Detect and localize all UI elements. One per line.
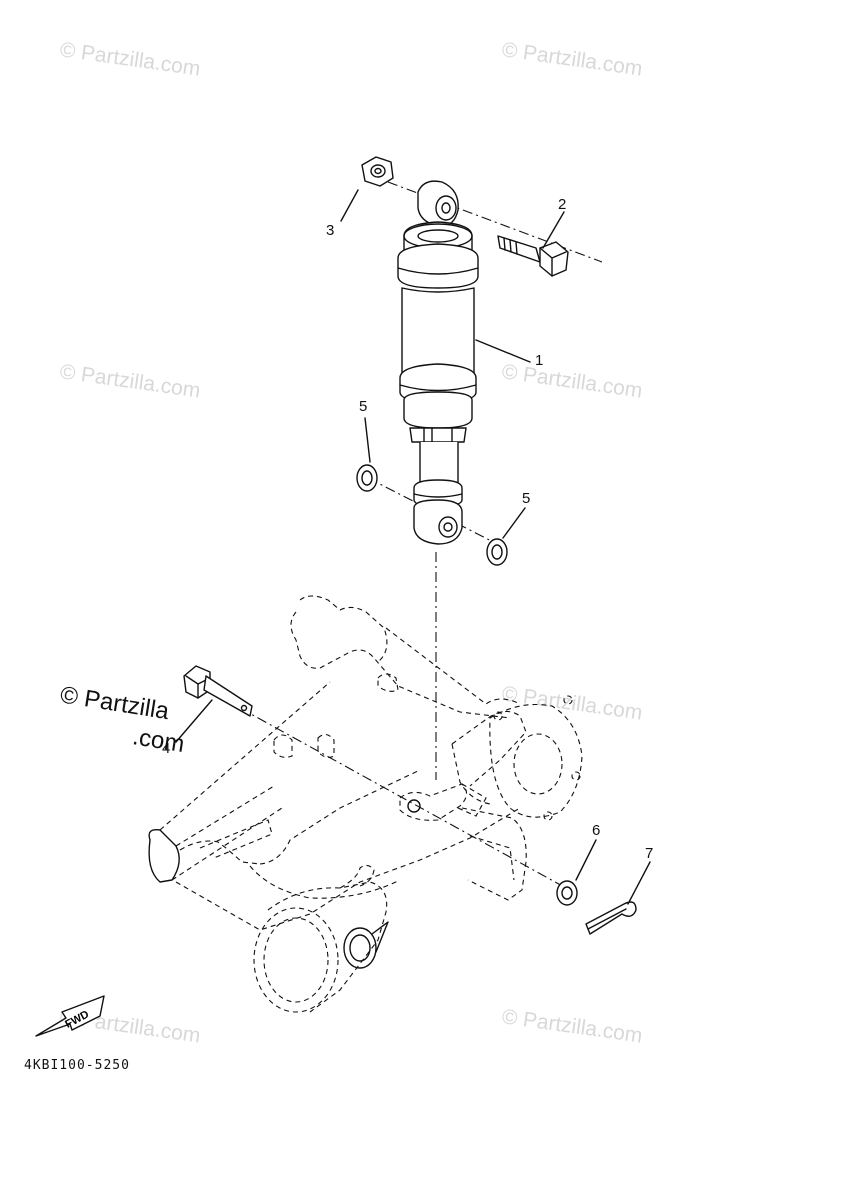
diagram-code: 4KBI100-5250: [24, 1058, 130, 1073]
axis-line-pivot: [239, 707, 576, 894]
callout-5-left: 5: [359, 398, 368, 415]
leader-line-7: [627, 861, 651, 905]
washer-part-5-left: [356, 464, 378, 492]
shock-absorber-part-1: [397, 221, 479, 545]
swingarm: [148, 595, 583, 1013]
pivot-bolt-part-4: [183, 665, 253, 717]
callout-6: 6: [592, 822, 601, 839]
bolt-part-2: [497, 235, 569, 277]
leader-line-5-right: [502, 507, 526, 539]
washer-part-6: [556, 880, 578, 906]
leader-line-1: [475, 339, 531, 363]
fwd-arrow-icon: FWD: [35, 995, 105, 1037]
callout-4: 4: [162, 740, 171, 757]
axis-line-upper: [387, 181, 603, 263]
callout-1: 1: [535, 352, 544, 369]
callout-3: 3: [326, 222, 335, 239]
leader-line-2: [542, 211, 565, 249]
leader-line-6: [575, 839, 597, 881]
leader-line-5-left: [364, 417, 371, 463]
callout-7: 7: [645, 845, 654, 862]
cotter-pin-part-7: [585, 901, 637, 935]
leader-line-4: [175, 699, 213, 743]
callout-5-right: 5: [522, 490, 531, 507]
callout-2: 2: [558, 196, 567, 213]
nut-part-3: [361, 156, 394, 187]
leader-line-3: [340, 189, 359, 222]
axis-line-lower: [367, 477, 506, 549]
washer-part-5-right: [486, 538, 508, 566]
